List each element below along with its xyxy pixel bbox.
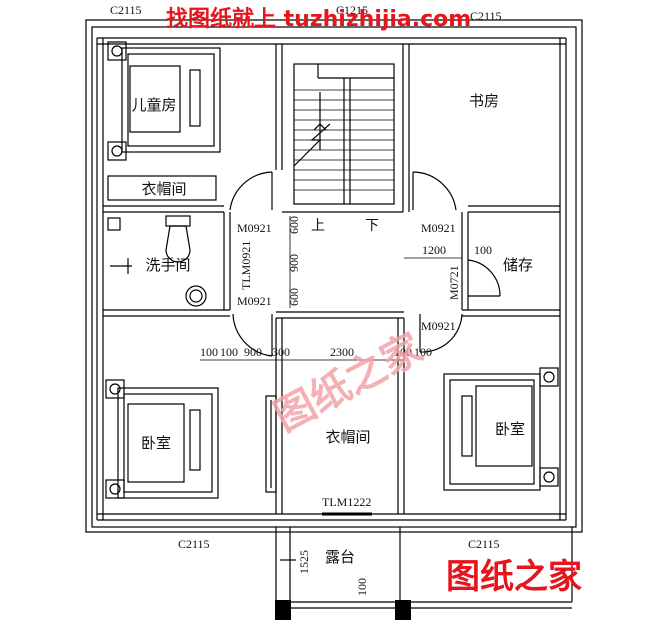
label-storage: 储存 bbox=[503, 256, 533, 274]
header-watermark: 找图纸就上 tuzhizhijia.com bbox=[166, 6, 471, 32]
dim-row-5: 100 bbox=[394, 345, 412, 359]
door-m0921-d: M0921 bbox=[421, 319, 456, 333]
window-top-left: C2115 bbox=[110, 3, 142, 17]
dim-row-2: 900 bbox=[244, 345, 262, 359]
dim-1200: 1200 bbox=[422, 243, 446, 257]
dim-1525: 1525 bbox=[297, 550, 311, 574]
dim-100b: 100 bbox=[355, 578, 369, 596]
label-bedroom-left: 卧室 bbox=[141, 434, 171, 452]
door-tlm0921: TLM0921 bbox=[239, 241, 253, 290]
dim-row-0: 100 bbox=[200, 345, 218, 359]
door-m0921-c: M0921 bbox=[237, 294, 272, 308]
label-washroom: 洗手间 bbox=[145, 256, 190, 274]
dim-row-3: 300 bbox=[272, 345, 290, 359]
stair-up: 上 bbox=[311, 218, 325, 234]
window-bottom-left: C2115 bbox=[178, 537, 210, 551]
door-arc bbox=[229, 171, 273, 211]
dim-row-6: 100 bbox=[414, 345, 432, 359]
label-closet-top: 衣帽间 bbox=[141, 180, 186, 198]
column-left bbox=[275, 600, 291, 620]
door-m0921-b: M0921 bbox=[421, 221, 456, 235]
outer-wall bbox=[85, 19, 583, 533]
dim-100: 100 bbox=[474, 243, 492, 257]
dim-600: 600 bbox=[287, 216, 301, 234]
closet-top-box bbox=[107, 175, 217, 201]
dim-900: 900 bbox=[287, 254, 301, 272]
dim-600b: 600 bbox=[287, 288, 301, 306]
bed-childroom bbox=[107, 41, 221, 161]
label-closet-center: 衣帽间 bbox=[325, 428, 370, 446]
stair-down: 下 bbox=[365, 218, 379, 234]
window-top: C1215 bbox=[336, 3, 368, 17]
window-top-right: C2115 bbox=[470, 9, 502, 23]
door-m0721: M0721 bbox=[447, 265, 461, 300]
bed-right bbox=[443, 367, 559, 491]
label-terrace: 露台 bbox=[325, 548, 355, 566]
center-watermark: 图纸之家 bbox=[267, 325, 430, 441]
corner-watermark: 图纸之家 bbox=[446, 557, 582, 597]
label-study: 书房 bbox=[469, 92, 499, 110]
outer-wall-inner bbox=[91, 26, 577, 528]
dim-row-1: 100 bbox=[220, 345, 238, 359]
label-bedroom-right: 卧室 bbox=[495, 420, 525, 438]
dim-row-4: 2300 bbox=[330, 345, 354, 359]
door-m0921-a: M0921 bbox=[237, 221, 272, 235]
column-right bbox=[395, 600, 411, 620]
window-bottom-right: C2115 bbox=[468, 537, 500, 551]
label-childroom: 儿童房 bbox=[131, 96, 176, 114]
door-tlm1222: TLM1222 bbox=[322, 495, 371, 509]
bed-left bbox=[105, 379, 219, 499]
